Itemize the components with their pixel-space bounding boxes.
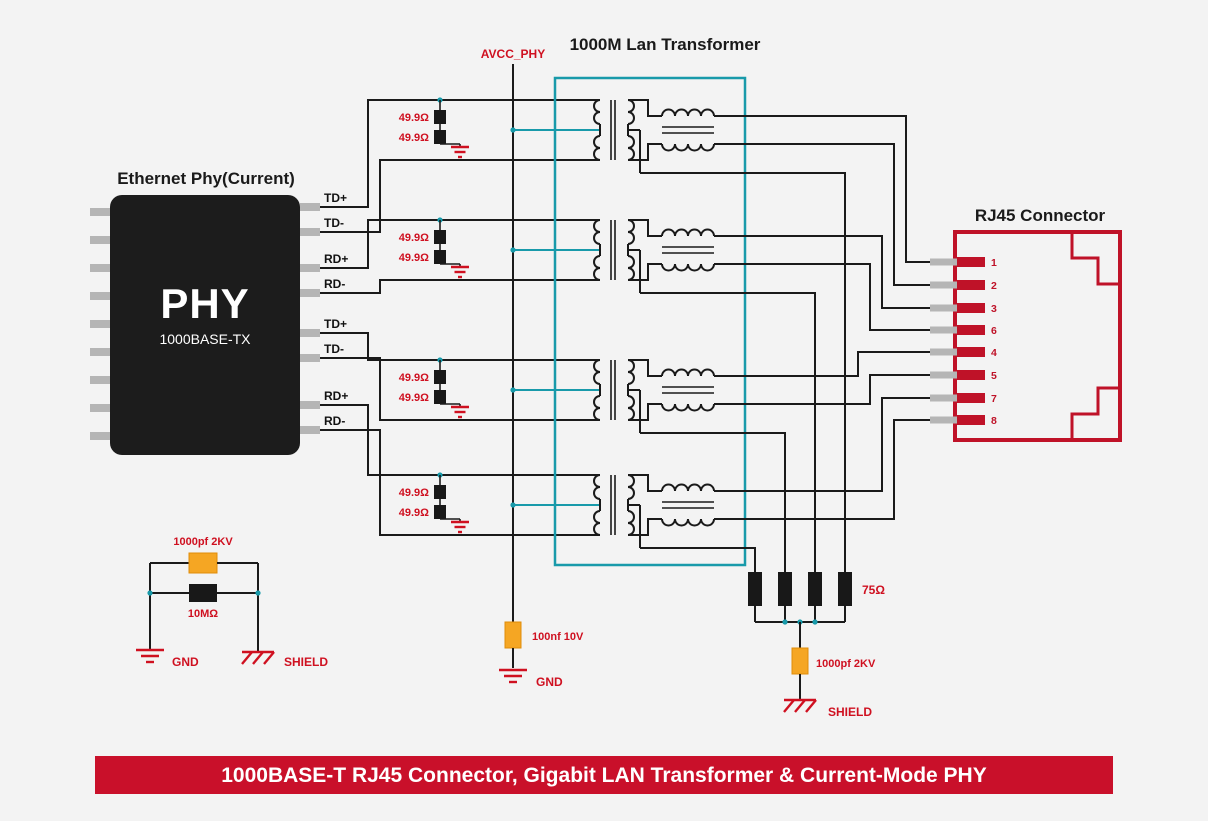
phy-heading: Ethernet Phy(Current) (117, 169, 295, 188)
banner-background (95, 756, 1113, 794)
bob-smith-cap-label: 1000pf 2KV (816, 658, 876, 670)
chassis-network: 1000pf 2KV 10MΩ GND SHIELD (134, 536, 328, 669)
phy-pin-label-rdp2: RD+ (324, 389, 348, 403)
gnd-label-chassis: GND (172, 655, 199, 669)
phy-name: PHY (160, 280, 249, 327)
transformer-box (553, 76, 747, 567)
r75-1 (748, 572, 762, 606)
termination-chain-3 (432, 356, 471, 419)
phy-pin-label-rdm1: RD- (324, 277, 345, 291)
r75-label: 75Ω (862, 583, 885, 597)
decoupling-capacitor (504, 621, 522, 649)
banner-text: 1000BASE-T RJ45 Connector, Gigabit LAN T… (221, 764, 986, 787)
r49-label-1: 49.9Ω (399, 112, 429, 124)
r49-label-6: 49.9Ω (399, 392, 429, 404)
r75-2 (778, 572, 792, 606)
rj45-pins: 1 2 3 6 4 5 7 8 (930, 257, 997, 427)
shield-label-chassis: SHIELD (284, 655, 328, 669)
transformer-channel-2 (509, 219, 746, 294)
rj45-pin-num-1: 1 (991, 257, 997, 269)
termination-chain-4 (432, 471, 471, 534)
transformer-channel-1 (509, 99, 746, 174)
termination-chain-2 (432, 216, 471, 279)
title-banner: 1000BASE-T RJ45 Connector, Gigabit LAN T… (95, 756, 1113, 794)
rj45-heading: RJ45 Connector (975, 206, 1106, 225)
decoupling-cap-label: 100nf 10V (532, 631, 584, 643)
r49-label-5: 49.9Ω (399, 372, 429, 384)
r49-label-8: 49.9Ω (399, 507, 429, 519)
transformer-channel-3 (509, 359, 746, 434)
gnd-label-avcc: GND (536, 675, 563, 689)
bob-smith-network: 75Ω 1000pf 2KV SHIELD (748, 572, 885, 719)
avcc-rail: AVCC_PHY 100nf 10V GND (481, 47, 584, 689)
shield-label-rj45: SHIELD (828, 705, 872, 719)
rj45-pin-num-3: 3 (991, 303, 997, 315)
r75-4 (838, 572, 852, 606)
rj45-connector: RJ45 Connector 1 2 3 6 4 5 7 8 (930, 206, 1122, 442)
rj45-pin-num-4: 4 (991, 347, 997, 359)
rj45-notch-top (1070, 232, 1120, 286)
lan-transformer: 1000M Lan Transformer (509, 35, 761, 567)
r49-label-4: 49.9Ω (399, 252, 429, 264)
transformer-to-rj45-wires (745, 115, 930, 520)
transformer-heading: 1000M Lan Transformer (570, 35, 761, 54)
gnd-symbol-chassis (134, 648, 166, 664)
chassis-resistor (189, 584, 217, 602)
phy-right-pins: TD+ TD- RD+ RD- TD+ TD- RD+ RD- (300, 191, 348, 434)
chassis-cap-label: 1000pf 2KV (173, 536, 233, 548)
rj45-pin-num-8: 8 (991, 415, 997, 427)
r49-label-2: 49.9Ω (399, 132, 429, 144)
rj45-notch-bottom (1070, 386, 1120, 440)
phy-left-pins (90, 208, 110, 440)
phy-chip: Ethernet Phy(Current) PHY 1000BASE-TX (90, 169, 348, 455)
phy-body (110, 195, 300, 455)
phy-subtitle: 1000BASE-TX (159, 331, 251, 347)
r49-label-7: 49.9Ω (399, 487, 429, 499)
rj45-pin-num-7: 7 (991, 393, 997, 405)
phy-pin-label-tdm1: TD- (324, 216, 344, 230)
chassis-capacitor (188, 552, 218, 574)
gnd-symbol-avcc (497, 668, 529, 684)
phy-pin-label-rdm2: RD- (324, 414, 345, 428)
phy-to-transformer-wires (320, 99, 600, 536)
termination-resistors: 49.9Ω 49.9Ω 49.9Ω 49.9Ω 49.9Ω 49.9Ω 49.9… (399, 96, 471, 534)
rj45-body (953, 230, 1122, 442)
avcc-label: AVCC_PHY (481, 47, 545, 61)
rj45-pin-num-2: 2 (991, 280, 997, 292)
r49-label-3: 49.9Ω (399, 232, 429, 244)
phy-pin-label-tdm2: TD- (324, 342, 344, 356)
bob-smith-capacitor (791, 647, 809, 675)
shield-symbol-rj45 (782, 698, 818, 714)
phy-pin-label-tdp1: TD+ (324, 191, 347, 205)
rj45-pin-num-6: 6 (991, 325, 997, 337)
chassis-resistor-label: 10MΩ (188, 608, 218, 620)
rj45-pin-num-5: 5 (991, 370, 997, 382)
shield-symbol-chassis (240, 650, 276, 666)
r75-3 (808, 572, 822, 606)
termination-chain-1 (432, 96, 471, 159)
transformer-channel-4 (509, 474, 746, 549)
phy-pin-label-rdp1: RD+ (324, 252, 348, 266)
center-tap-wires (640, 172, 846, 572)
phy-pin-label-tdp2: TD+ (324, 317, 347, 331)
